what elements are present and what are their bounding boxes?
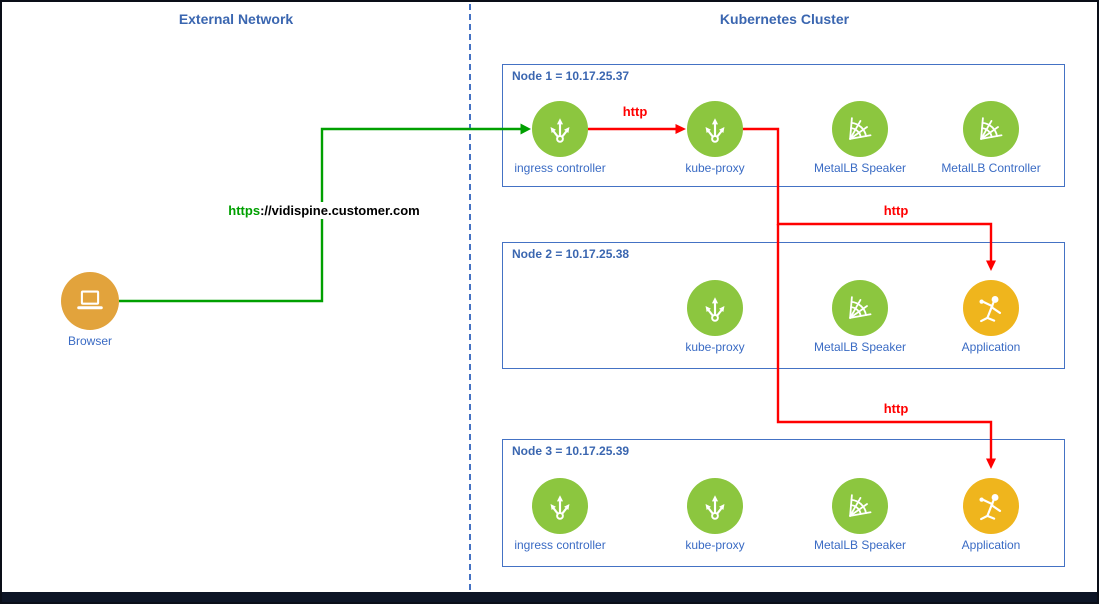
- application-circle: [963, 280, 1019, 336]
- ingress-controller-circle: [532, 101, 588, 157]
- node3-kube-proxy: kube-proxy: [655, 478, 775, 553]
- ingress-controller-label: ingress controller: [512, 538, 608, 553]
- kube-proxy-label: kube-proxy: [683, 340, 747, 355]
- application-label: Application: [959, 538, 1023, 553]
- browser-circle: [61, 272, 119, 330]
- ingress-controller-label: ingress controller: [512, 161, 608, 176]
- http-label-node3: http: [871, 400, 921, 417]
- node1-metallb-speaker: MetalLB Speaker: [800, 101, 920, 176]
- node2-application: Application: [931, 280, 1051, 355]
- node-2-title: Node 2 = 10.17.25.38: [510, 247, 632, 261]
- node-3-title: Node 3 = 10.17.25.39: [510, 444, 632, 458]
- web-icon: [842, 290, 878, 326]
- http-label-node1: http: [610, 103, 660, 120]
- metallb-controller-circle: [963, 101, 1019, 157]
- route-icon: [542, 488, 578, 524]
- node1-kube-proxy: kube-proxy: [655, 101, 775, 176]
- node2-metallb-speaker: MetalLB Speaker: [800, 280, 920, 355]
- https-url-label: https://vidispine.customer.com: [207, 202, 441, 219]
- application-label: Application: [959, 340, 1023, 355]
- route-icon: [697, 488, 733, 524]
- metallb-speaker-label: MetalLB Speaker: [811, 340, 909, 355]
- node3-application: Application: [931, 478, 1051, 553]
- web-icon: [842, 111, 878, 147]
- network-boundary-divider: [469, 4, 471, 600]
- kube-proxy-circle: [687, 101, 743, 157]
- kube-proxy-circle: [687, 280, 743, 336]
- kube-proxy-circle: [687, 478, 743, 534]
- application-circle: [963, 478, 1019, 534]
- metallb-controller-label: MetalLB Controller: [939, 161, 1043, 176]
- kube-proxy-label: kube-proxy: [683, 161, 747, 176]
- external-network-heading: External Network: [178, 11, 294, 27]
- route-icon: [542, 111, 578, 147]
- node-3-box: Node 3 = 10.17.25.39 ingress controller …: [502, 439, 1065, 567]
- https-rest-text: ://vidispine.customer.com: [260, 203, 420, 218]
- http-label-node2: http: [871, 202, 921, 219]
- node-1-title: Node 1 = 10.17.25.37: [510, 69, 632, 83]
- node1-metallb-controller: MetalLB Controller: [931, 101, 1051, 176]
- metallb-speaker-circle: [832, 478, 888, 534]
- person-icon: [973, 488, 1009, 524]
- metallb-speaker-circle: [832, 101, 888, 157]
- person-icon: [973, 290, 1009, 326]
- node2-kube-proxy: kube-proxy: [655, 280, 775, 355]
- kubernetes-cluster-heading: Kubernetes Cluster: [719, 11, 850, 27]
- route-icon: [697, 111, 733, 147]
- ingress-controller-circle: [532, 478, 588, 534]
- node3-ingress-controller: ingress controller: [500, 478, 620, 553]
- browser-label: Browser: [65, 334, 114, 349]
- bottom-border: [2, 592, 1097, 602]
- web-icon: [973, 111, 1009, 147]
- web-icon: [842, 488, 878, 524]
- route-icon: [697, 290, 733, 326]
- kube-proxy-label: kube-proxy: [683, 538, 747, 553]
- node3-metallb-speaker: MetalLB Speaker: [800, 478, 920, 553]
- metallb-speaker-circle: [832, 280, 888, 336]
- https-scheme-text: https: [228, 203, 261, 218]
- node-2-box: Node 2 = 10.17.25.38 kube-proxy MetalLB …: [502, 242, 1065, 369]
- node1-ingress-controller: ingress controller: [500, 101, 620, 176]
- laptop-icon: [72, 283, 108, 319]
- metallb-speaker-label: MetalLB Speaker: [811, 538, 909, 553]
- node-1-box: Node 1 = 10.17.25.37 ingress controller …: [502, 64, 1065, 187]
- metallb-speaker-label: MetalLB Speaker: [811, 161, 909, 176]
- browser-shape: Browser: [30, 272, 150, 349]
